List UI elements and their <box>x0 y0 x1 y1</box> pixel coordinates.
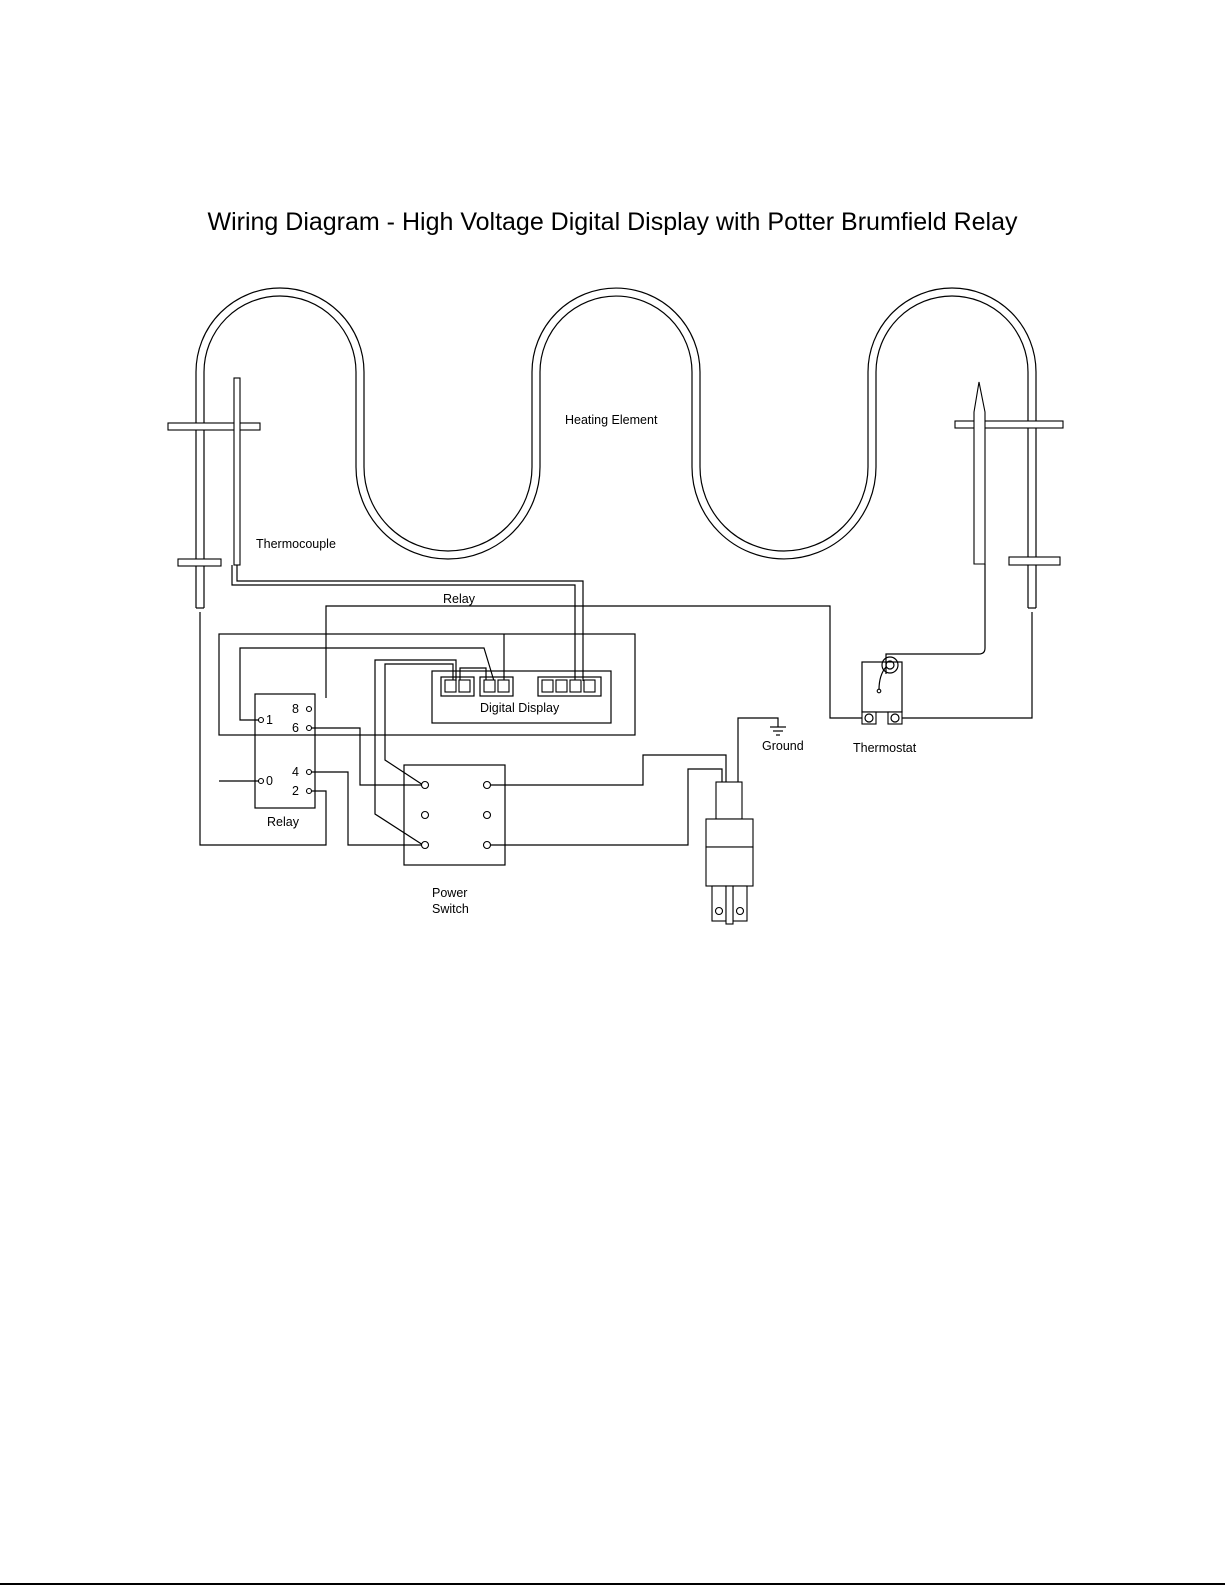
ground-label: Ground <box>762 739 804 753</box>
left-upper-bracket <box>168 423 260 430</box>
digital-display-label: Digital Display <box>480 701 560 715</box>
heating-element-label: Heating Element <box>565 413 658 427</box>
right-upper-bracket <box>955 421 1063 428</box>
thermocouple-probe <box>232 378 583 681</box>
right-lower-bracket <box>1009 557 1060 565</box>
relay-terminal-2: 2 <box>292 784 299 798</box>
display-power-wire-b <box>460 668 486 681</box>
relay-wire-label: Relay <box>443 592 476 606</box>
thermostat-label: Thermostat <box>853 741 917 755</box>
relay-terminal-4: 4 <box>292 765 299 779</box>
relay-label: Relay <box>267 815 300 829</box>
display-power-wire-c <box>385 664 453 785</box>
relay-6-to-switch-wire <box>312 728 423 785</box>
thermocouple-label: Thermocouple <box>256 537 336 551</box>
relay-terminal-8: 8 <box>292 702 299 716</box>
display-power-wire-a <box>375 660 456 845</box>
switch-to-plug-wire-a <box>491 755 726 785</box>
relay-block <box>255 694 315 808</box>
element-to-thermostat-wire <box>894 612 1032 718</box>
power-switch-label-line2: Switch <box>432 902 469 916</box>
relay-terminal-1: 1 <box>266 713 273 727</box>
ground-icon <box>770 727 786 735</box>
heating-element <box>168 288 1063 608</box>
power-plug <box>706 782 753 924</box>
power-switch <box>404 765 505 865</box>
thermostat <box>862 657 902 724</box>
left-lower-bracket <box>178 559 221 566</box>
switch-to-plug-wire-b <box>491 769 722 845</box>
relay-wire <box>326 606 869 718</box>
digital-display <box>432 671 611 723</box>
relay-terminal-0: 0 <box>266 774 273 788</box>
relay-terminal-6: 6 <box>292 721 299 735</box>
power-switch-label-line1: Power <box>432 886 467 900</box>
